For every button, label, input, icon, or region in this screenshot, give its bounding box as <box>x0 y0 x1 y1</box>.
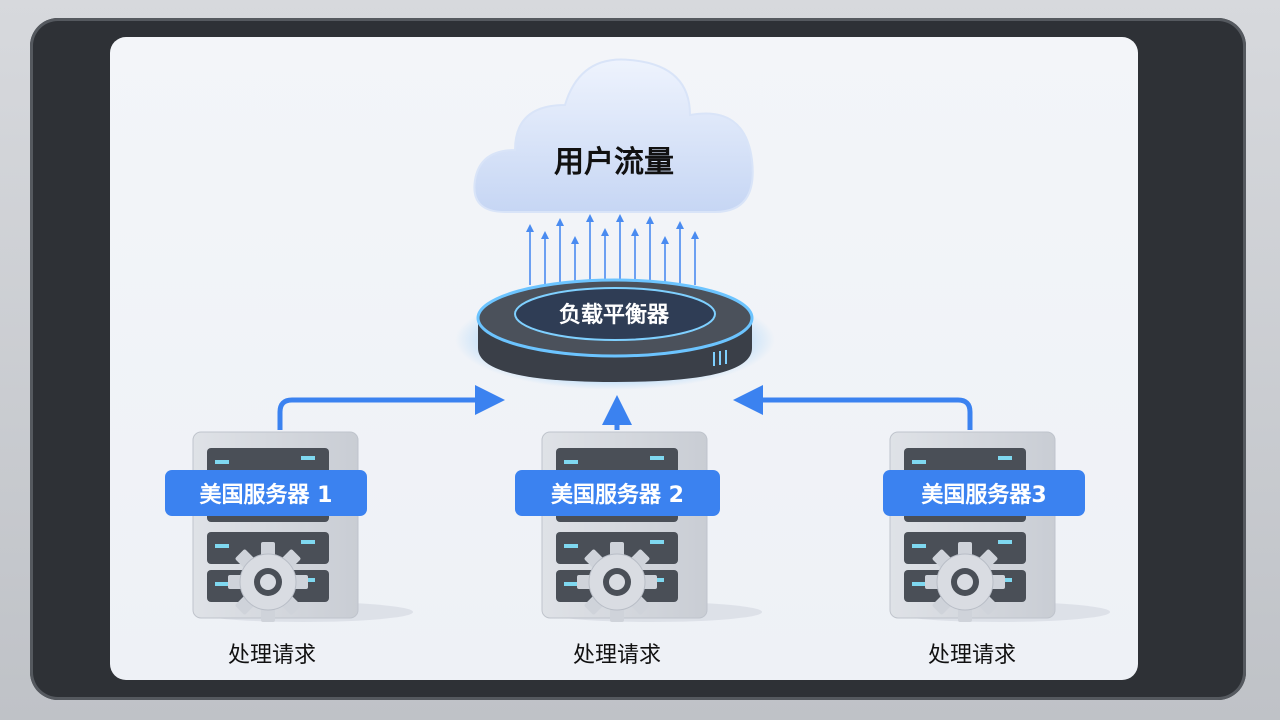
server-label: 美国服务器3 <box>921 482 1046 508</box>
server-label-pill <box>165 470 367 516</box>
gear-icon <box>577 542 657 622</box>
arrow-server-3 <box>733 385 973 430</box>
server-label: 美国服务器 1 <box>200 482 333 508</box>
cloud-label: 用户流量 <box>554 145 674 180</box>
server-caption: 处理请求 <box>928 643 1016 668</box>
arrow-server-1 <box>277 385 505 430</box>
server-rack-icon <box>192 431 413 622</box>
gear-icon <box>228 542 308 622</box>
server-1: 美国服务器 1 处理请求 <box>165 431 413 668</box>
server-rack-icon <box>889 431 1110 622</box>
server-label: 美国服务器 2 <box>551 482 684 508</box>
load-balancer-label: 负载平衡器 <box>559 302 670 328</box>
load-balancer-icon <box>455 278 775 390</box>
server-3: 美国服务器3 处理请求 <box>883 431 1110 668</box>
server-label-pill <box>883 470 1085 516</box>
server-rack-icon <box>541 431 762 622</box>
cloud-icon <box>473 58 754 213</box>
traffic-arrows <box>526 214 699 285</box>
server-caption: 处理请求 <box>228 643 316 668</box>
gear-icon <box>925 542 1005 622</box>
server-caption: 处理请求 <box>573 643 661 668</box>
server-2: 美国服务器 2 处理请求 <box>515 431 762 668</box>
server-label-pill <box>515 470 720 516</box>
